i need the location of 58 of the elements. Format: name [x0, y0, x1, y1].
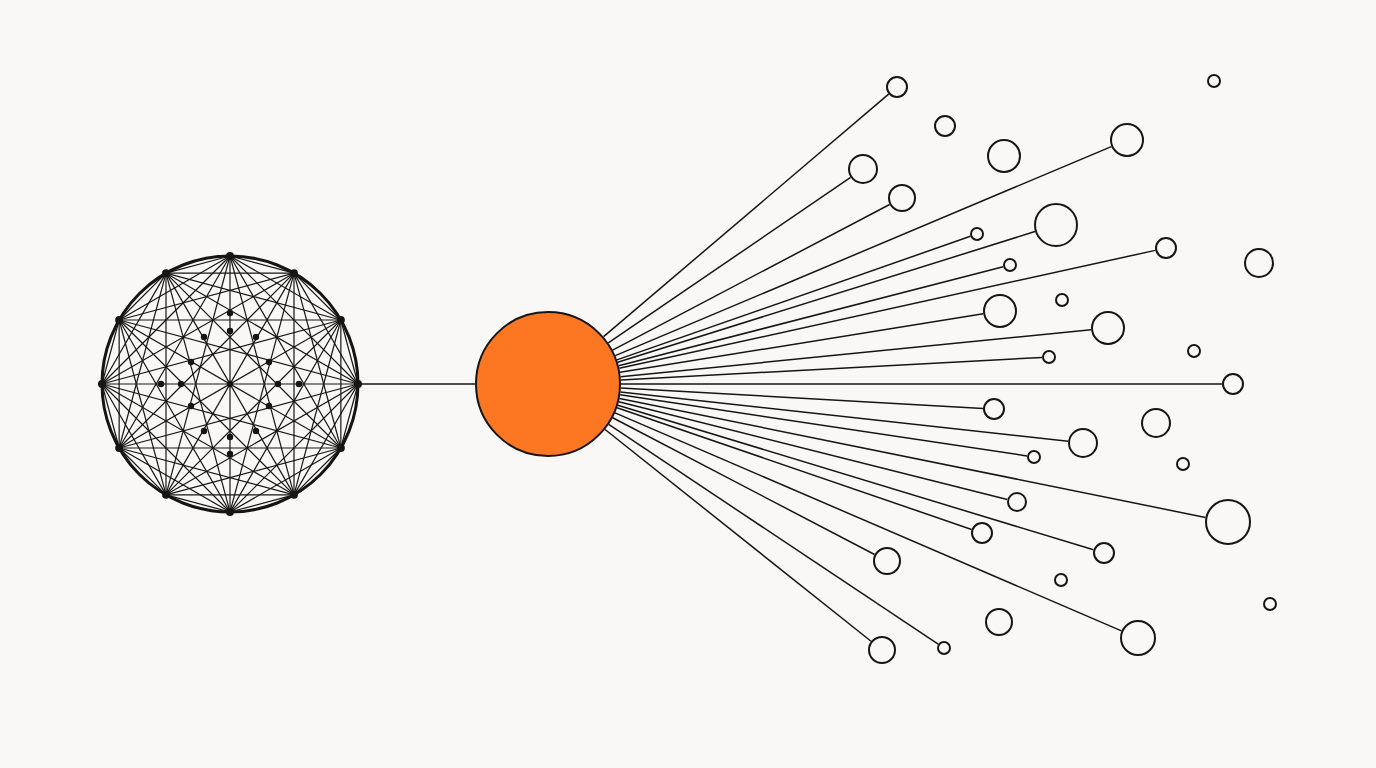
connector-line — [602, 93, 890, 338]
node-circle — [1120, 620, 1156, 656]
node-circle — [970, 227, 984, 241]
node-circle — [1205, 499, 1251, 545]
node-circle — [1068, 428, 1098, 458]
connector-line — [619, 328, 1092, 378]
node-circle — [888, 184, 916, 212]
node-circle — [1007, 492, 1027, 512]
connector-line — [616, 235, 972, 361]
node-circle — [1054, 573, 1068, 587]
node-circle — [1187, 344, 1201, 358]
node-circle — [937, 641, 951, 655]
connector-line — [614, 145, 1113, 357]
connector-line — [620, 356, 1043, 381]
node-circle — [868, 636, 896, 664]
connector-line — [604, 428, 872, 643]
node-circle — [1055, 293, 1069, 307]
node-circle — [1176, 457, 1190, 471]
connector-line — [620, 383, 1223, 385]
node-circle — [1141, 408, 1171, 438]
node-circle — [848, 154, 878, 184]
connector-line — [619, 391, 1069, 443]
node-circle — [983, 294, 1017, 328]
connector-line — [611, 417, 876, 556]
connector-line — [620, 387, 984, 410]
connector-line — [618, 401, 1009, 501]
connector-line — [616, 230, 1036, 363]
node-circle — [1093, 542, 1115, 564]
node-circle — [934, 115, 956, 137]
connector-line — [619, 312, 984, 374]
node-circle — [873, 547, 901, 575]
node-circle — [983, 398, 1005, 420]
node-circle — [1222, 373, 1244, 395]
node-circle — [1263, 597, 1277, 611]
node-circle — [971, 522, 993, 544]
connector-line — [617, 266, 1004, 367]
node-circle — [1034, 203, 1078, 247]
connector-line — [608, 423, 939, 645]
connector-line — [614, 412, 1123, 632]
node-circle — [1110, 123, 1144, 157]
connector-line — [361, 383, 476, 385]
node-circle — [985, 608, 1013, 636]
connector-line — [619, 394, 1028, 457]
node-circle — [1003, 258, 1017, 272]
connector-line — [611, 203, 891, 351]
node-circle — [1042, 350, 1056, 364]
node-circle — [1207, 74, 1221, 88]
node-circle — [886, 76, 908, 98]
node-circle — [1027, 450, 1041, 464]
connector-line — [607, 176, 852, 344]
connector-line — [616, 406, 973, 531]
connector-line — [618, 397, 1207, 519]
node-circle — [1155, 237, 1177, 259]
connector-line — [618, 249, 1156, 370]
node-circle — [1244, 248, 1274, 278]
node-circle — [1091, 311, 1125, 345]
connector-line — [617, 404, 1095, 551]
node-circle — [987, 139, 1021, 173]
